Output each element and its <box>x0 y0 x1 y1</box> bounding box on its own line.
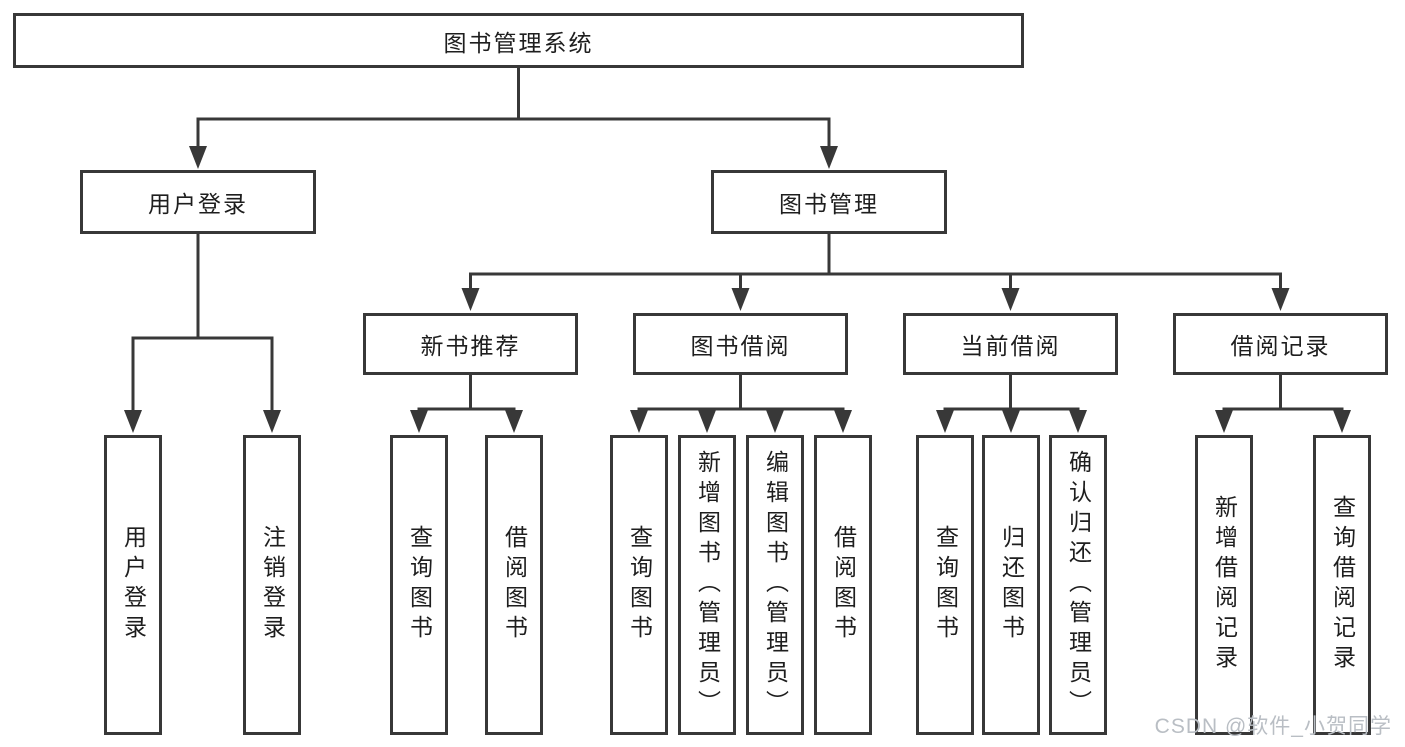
leaf-query-books-borrow: 查询图书 <box>610 435 668 735</box>
leaf-logout: 注销登录 <box>243 435 301 735</box>
leaf-return-book-label: 归还图书 <box>998 525 1025 645</box>
node-new-book-recommend-label: 新书推荐 <box>420 333 521 359</box>
leaf-borrow-books-2: 借阅图书 <box>814 435 872 735</box>
node-book-borrow-label: 图书借阅 <box>690 333 791 359</box>
leaf-confirm-return-admin-label: 确认归还（管理员） <box>1065 450 1092 720</box>
leaf-user-login: 用户登录 <box>104 435 162 735</box>
leaf-query-borrow-record: 查询借阅记录 <box>1313 435 1371 735</box>
node-current-borrow-label: 当前借阅 <box>960 333 1061 359</box>
arrowheads <box>124 146 1351 433</box>
node-borrow-records-label: 借阅记录 <box>1230 333 1331 359</box>
watermark-text: CSDN @软件_小贺同学 <box>1154 715 1392 738</box>
leaf-borrow-books-recommend-label: 借阅图书 <box>501 525 528 645</box>
leaf-query-books-borrow-label: 查询图书 <box>626 525 653 645</box>
leaf-confirm-return-admin: 确认归还（管理员） <box>1049 435 1107 735</box>
leaf-logout-label: 注销登录 <box>259 525 286 645</box>
leaf-query-books-current: 查询图书 <box>916 435 974 735</box>
leaf-add-book-admin-label: 新增图书（管理员） <box>694 450 721 720</box>
node-library-system-label: 图书管理系统 <box>443 29 594 56</box>
leaf-user-login-label: 用户登录 <box>120 525 147 645</box>
leaf-borrow-books-2-label: 借阅图书 <box>830 525 857 645</box>
leaf-edit-book-admin-label: 编辑图书（管理员） <box>762 450 789 720</box>
node-library-system: 图书管理系统 <box>13 13 1024 68</box>
node-book-management-label: 图书管理 <box>779 191 879 217</box>
leaf-borrow-books-recommend: 借阅图书 <box>485 435 543 735</box>
leaf-query-books-recommend: 查询图书 <box>390 435 448 735</box>
node-book-borrow: 图书借阅 <box>633 313 848 375</box>
leaf-query-books-recommend-label: 查询图书 <box>406 525 433 645</box>
leaf-add-borrow-record: 新增借阅记录 <box>1195 435 1253 735</box>
node-user-login-branch: 用户登录 <box>80 170 316 234</box>
leaf-query-books-current-label: 查询图书 <box>932 525 959 645</box>
node-user-login-branch-label: 用户登录 <box>148 191 248 217</box>
leaf-add-book-admin: 新增图书（管理员） <box>678 435 736 735</box>
leaf-return-book: 归还图书 <box>982 435 1040 735</box>
node-current-borrow: 当前借阅 <box>903 313 1118 375</box>
node-new-book-recommend: 新书推荐 <box>363 313 578 375</box>
node-borrow-records: 借阅记录 <box>1173 313 1388 375</box>
leaf-add-borrow-record-label: 新增借阅记录 <box>1211 495 1238 675</box>
leaf-query-borrow-record-label: 查询借阅记录 <box>1329 495 1356 675</box>
leaf-edit-book-admin: 编辑图书（管理员） <box>746 435 804 735</box>
node-book-management: 图书管理 <box>711 170 947 234</box>
